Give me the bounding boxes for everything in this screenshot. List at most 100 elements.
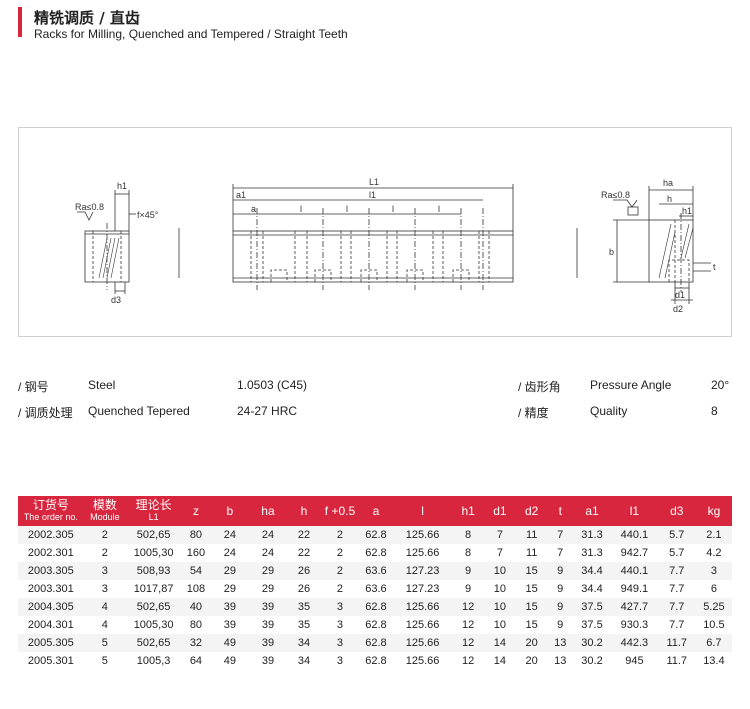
table-cell: 35 — [297, 619, 311, 631]
right-d2-label: d2 — [673, 304, 683, 314]
column-header: b — [211, 496, 249, 526]
table-cell: 7.7 — [669, 601, 685, 613]
table-cell: 63.6 — [365, 583, 387, 595]
column-header-label: d2 — [524, 503, 539, 518]
table-cell: 34.4 — [581, 565, 603, 577]
column-header: l — [393, 496, 452, 526]
table-cell: 9 — [557, 565, 564, 577]
table-cell: 9 — [557, 601, 564, 613]
table-cell: 29 — [223, 583, 236, 595]
table-cell: 108 — [186, 583, 206, 595]
column-header-label: a — [372, 503, 380, 518]
column-header-label: 订货号 — [32, 498, 69, 512]
column-header: h — [287, 496, 321, 526]
table-cell: 7.7 — [669, 583, 685, 595]
table-cell: 127.23 — [405, 583, 440, 595]
table-cell: 49 — [223, 655, 236, 667]
table-cell: 12 — [461, 619, 475, 631]
column-header-label: 模数 — [92, 498, 117, 512]
table-cell: 39 — [223, 619, 236, 631]
table-cell: 49 — [223, 637, 236, 649]
table-cell: 64 — [189, 655, 203, 667]
table-cell: 125.66 — [405, 529, 440, 541]
table-cell: 34 — [297, 655, 311, 667]
table-cell: 62.8 — [365, 655, 387, 667]
table-cell: 5.7 — [669, 547, 685, 559]
table-cell: 8 — [465, 547, 472, 559]
table-cell: 13 — [554, 655, 567, 667]
angle-value: 20° — [711, 378, 730, 392]
table-cell: 2002.301 — [27, 547, 74, 559]
table-cell: 32 — [189, 637, 203, 649]
column-header: z — [181, 496, 211, 526]
table-cell: 24 — [223, 547, 236, 559]
column-header-sublabel: The order no. — [23, 512, 78, 522]
table-cell: 7 — [496, 547, 503, 559]
table-cell: 440.1 — [620, 565, 649, 577]
column-header: ha — [249, 496, 287, 526]
table-cell: 6 — [710, 583, 717, 595]
steel-value: 1.0503 (C45) — [237, 378, 308, 392]
table-cell: 80 — [189, 619, 203, 631]
table-cell: 442.3 — [620, 637, 649, 649]
table-cell: 1005,30 — [133, 547, 174, 559]
table-cell: 22 — [297, 547, 311, 559]
table-cell: 14 — [493, 637, 506, 649]
right-ra-label: Ra≤0.8 — [601, 190, 630, 200]
table-cell: 508,93 — [136, 565, 171, 577]
table-cell: 440.1 — [620, 529, 649, 541]
table-cell: 1017,87 — [133, 583, 174, 595]
table-cell: 10 — [493, 601, 506, 613]
column-header-label: d3 — [670, 503, 684, 518]
table-cell: 2002.305 — [27, 529, 74, 541]
table-cell: 13.4 — [703, 655, 725, 667]
column-header-label: ha — [261, 503, 275, 518]
table-cell: 7 — [557, 547, 564, 559]
table-cell: 9 — [465, 565, 472, 577]
angle-label-cn: / 齿形角 — [518, 380, 561, 394]
table-cell: 62.8 — [365, 547, 387, 559]
table-cell: 10 — [493, 565, 506, 577]
quality-label-en: Quality — [590, 404, 628, 418]
table-cell: 30.2 — [581, 655, 603, 667]
page-title: 精铣调质 / 直齿 — [34, 9, 140, 27]
right-d1-label: d1 — [675, 290, 685, 300]
table-cell: 4 — [101, 619, 108, 631]
table-cell: 125.66 — [405, 637, 440, 649]
table-cell: 8 — [465, 529, 472, 541]
table-cell: 10 — [493, 619, 506, 631]
left-d3-label: d3 — [111, 295, 121, 305]
table-cell: 20 — [525, 655, 538, 667]
table-cell: 34.4 — [581, 583, 603, 595]
page-subtitle: Racks for Milling, Quenched and Tempered… — [34, 27, 348, 41]
column-header-label: l — [421, 503, 424, 518]
right-ha-label: ha — [663, 178, 673, 188]
right-b-label: b — [609, 247, 614, 257]
table-cell: 11 — [525, 529, 538, 541]
table-cell: 2 — [336, 547, 344, 559]
table-cell: 37.5 — [581, 619, 603, 631]
column-header: d2 — [516, 496, 548, 526]
table-cell: 39 — [261, 655, 275, 667]
table-cell: 11.7 — [666, 637, 688, 649]
table-cell: 2003.305 — [27, 565, 74, 577]
table-cell: 7.7 — [669, 565, 685, 577]
column-header-label: z — [192, 503, 199, 518]
table-cell: 945 — [625, 655, 644, 667]
table-cell: 24 — [261, 529, 275, 541]
drawing-svg: Ra≤0.8 h1 f×45° d3 — [75, 177, 716, 314]
technical-drawing: Ra≤0.8 h1 f×45° d3 — [18, 127, 732, 337]
right-section-view — [576, 186, 711, 304]
middle-front-view — [232, 184, 514, 290]
table-cell: 125.66 — [405, 619, 440, 631]
table-cell: 3 — [710, 565, 717, 577]
table-cell: 127.23 — [405, 565, 440, 577]
column-header-label: h — [300, 503, 308, 518]
table-cell: 3 — [336, 619, 344, 631]
table-cell: 40 — [189, 601, 203, 613]
